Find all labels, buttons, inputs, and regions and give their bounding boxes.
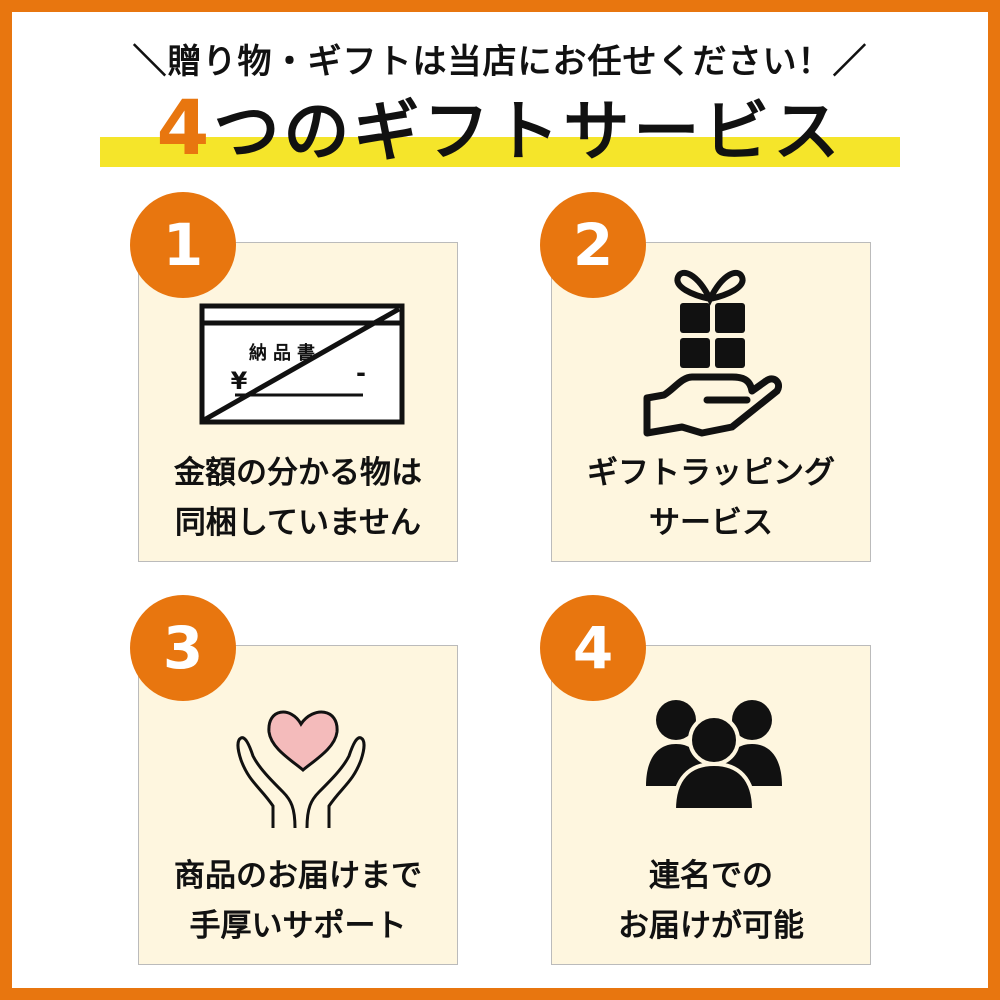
svg-text:¥: ¥ (231, 367, 248, 395)
card-text-line: 金額の分かる物は (174, 455, 422, 491)
number-badge-1: 1 (130, 192, 236, 298)
svg-text:-: - (356, 359, 366, 387)
number-badge-3: 3 (130, 595, 236, 701)
header-title: 4つのギフトサービス (0, 78, 1000, 174)
card-text-line: 商品のお届けまで (174, 858, 422, 894)
number-badge-4: 4 (540, 595, 646, 701)
card-text-line: ギフトラッピング (587, 455, 835, 491)
card-text-line: 連名での (649, 858, 773, 894)
card-text: 商品のお届けまで手厚いサポート (139, 851, 457, 951)
group-people-icon (646, 700, 782, 810)
card-text: 金額の分かる物は同梱していません (139, 448, 457, 548)
card-text-line: お届けが可能 (618, 908, 804, 944)
hands-heart-icon (236, 710, 366, 828)
card-text-line: 手厚いサポート (189, 908, 407, 944)
title-text: つのギフトサービス (213, 93, 844, 170)
card-text-line: 同梱していません (174, 505, 422, 541)
svg-text:納品書: 納品書 (249, 342, 321, 364)
gift-on-hand-icon (643, 269, 782, 437)
invoice-crossed-icon: 納品書 ¥ - (199, 303, 405, 425)
title-number: 4 (156, 83, 214, 172)
header-subtitle: ＼贈り物・ギフトは当店にお任せください！／ (132, 42, 868, 82)
card-text-line: サービス (649, 505, 773, 541)
card-text: ギフトラッピングサービス (552, 448, 870, 548)
number-badge-2: 2 (540, 192, 646, 298)
card-text: 連名でのお届けが可能 (552, 851, 870, 951)
yellow-highlight-bar (100, 137, 900, 167)
